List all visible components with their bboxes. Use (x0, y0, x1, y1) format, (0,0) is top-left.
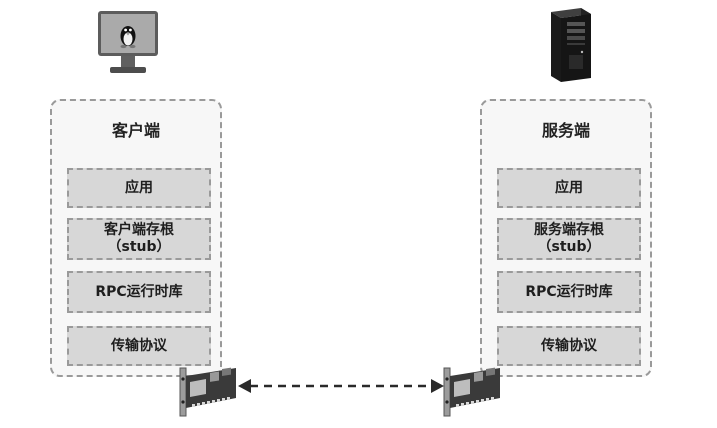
server-network-card-icon (443, 367, 500, 417)
server-layer-transport: 传输协议 (497, 326, 641, 366)
client-layer-transport-label: 传输协议 (111, 337, 167, 354)
client-layer-rpc-runtime: RPC运行时库 (67, 271, 211, 313)
linux-monitor-icon (98, 11, 158, 73)
server-layer-application: 应用 (497, 168, 641, 208)
client-layer-stub: 客户端存根 （stub） (67, 218, 211, 260)
client-layer-application-label: 应用 (125, 179, 153, 196)
server-layer-transport-label: 传输协议 (541, 337, 597, 354)
server-layer-stub: 服务端存根 （stub） (497, 218, 641, 260)
connection-arrow (238, 379, 444, 393)
server-tower-icon (551, 8, 591, 82)
client-layer-transport: 传输协议 (67, 326, 211, 366)
server-layer-rpc-runtime: RPC运行时库 (497, 271, 641, 313)
client-layer-stub-sub: （stub） (107, 239, 171, 255)
server-panel: 服务端 应用 服务端存根 （stub） RPC运行时库 传输协议 (480, 99, 652, 377)
server-title: 服务端 (541, 121, 590, 140)
client-title: 客户端 (111, 121, 160, 140)
client-layer-stub-label: 客户端存根 (104, 222, 174, 238)
client-network-card-icon (179, 367, 236, 417)
client-layer-application: 应用 (67, 168, 211, 208)
server-layer-rpc-runtime-label: RPC运行时库 (525, 283, 613, 300)
client-panel: 客户端 应用 客户端存根 （stub） RPC运行时库 传输协议 (50, 99, 222, 377)
server-layer-stub-label: 服务端存根 (534, 222, 604, 238)
client-layer-rpc-runtime-label: RPC运行时库 (95, 283, 183, 300)
server-layer-stub-sub: （stub） (537, 239, 601, 255)
server-layer-application-label: 应用 (555, 179, 583, 196)
